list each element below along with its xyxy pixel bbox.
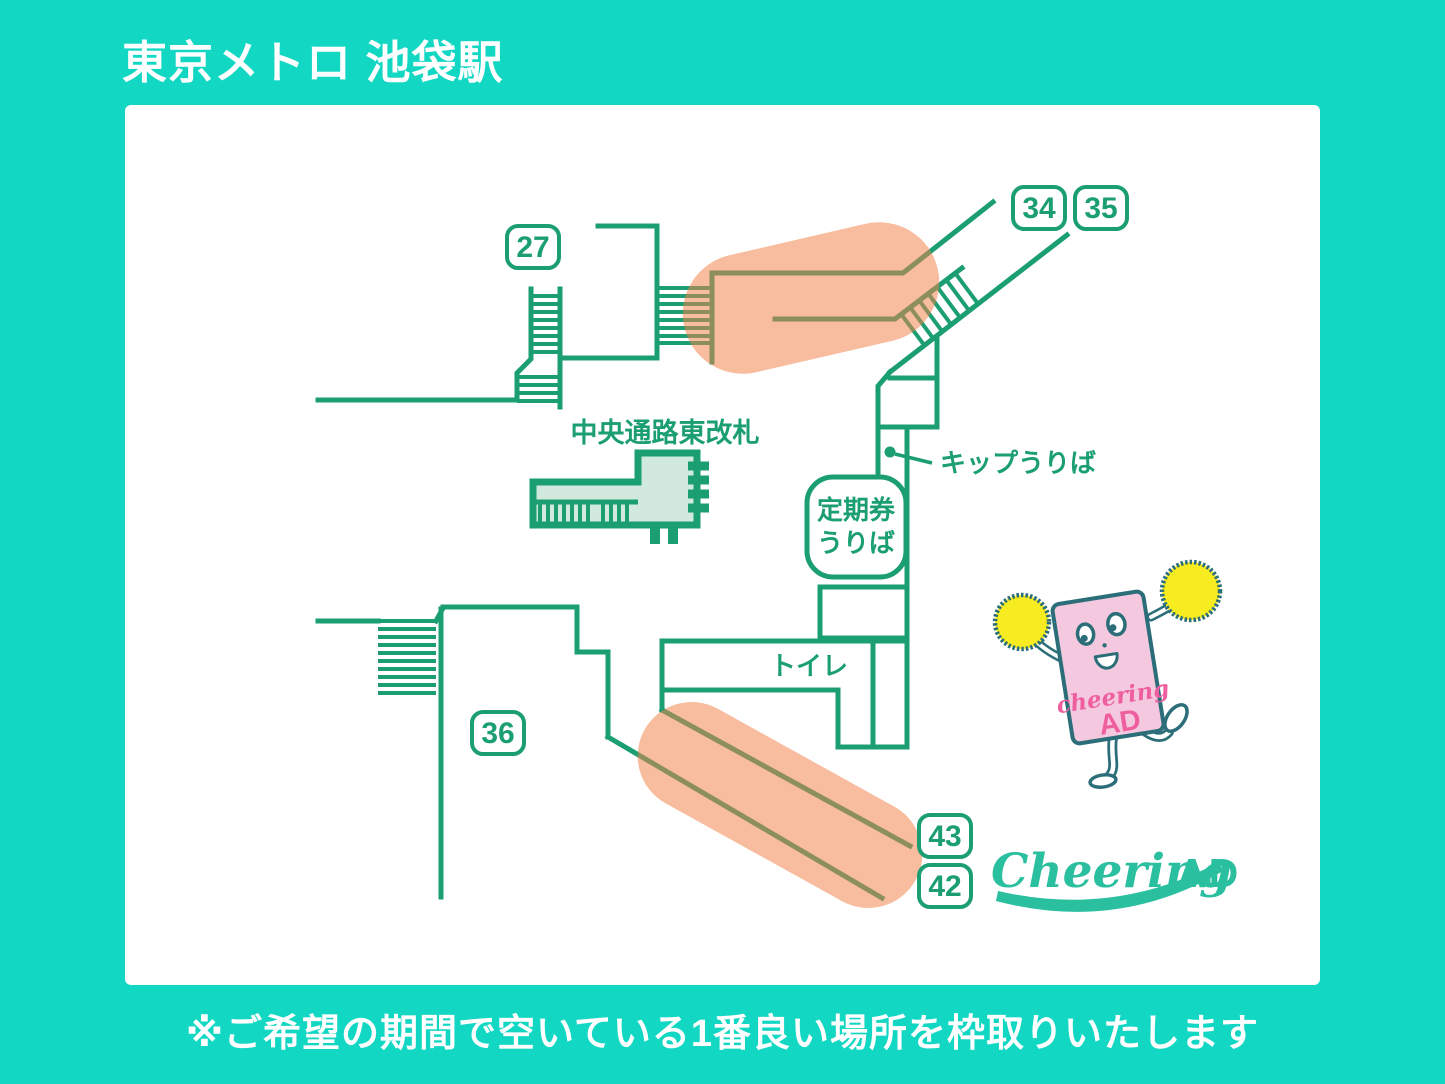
mascot-pompom-left — [992, 592, 1052, 652]
mascot-body-text-line2: AD — [1097, 704, 1143, 742]
ad-highlight-lower — [637, 702, 923, 908]
ad-highlight-upper — [682, 222, 940, 374]
cheering-ad-logo: Cheering AD — [991, 844, 1238, 912]
exit-badge-35-label: 35 — [1084, 192, 1117, 225]
stairs-upper-left-top — [531, 294, 560, 354]
mascot-left-pupil — [1080, 634, 1088, 642]
exit-badge-36: 36 — [470, 710, 526, 756]
mascot-right-eye — [1106, 611, 1127, 637]
wall-bottom-left — [315, 604, 611, 900]
toilet-label: トイレ — [770, 651, 848, 681]
exit-badge-34: 34 — [1011, 185, 1067, 231]
exit-badge-43-label: 43 — [928, 820, 961, 853]
stairs-upper-left-bottom — [517, 375, 560, 403]
exit-badge-27: 27 — [505, 224, 561, 270]
cheering-mascot: cheering AD — [992, 559, 1223, 789]
footer-note: ※ご希望の期間で空いている1番良い場所を枠取りいたします — [186, 1013, 1259, 1055]
mascot-left-eye — [1075, 622, 1096, 646]
exit-badge-27-label: 27 — [516, 231, 549, 264]
mascot-paper-body: cheering AD — [1050, 589, 1171, 746]
mascot-left-foot — [1088, 773, 1118, 789]
exit-badge-34-label: 34 — [1022, 192, 1056, 225]
exit-badge-35: 35 — [1073, 185, 1129, 231]
page-title: 東京メトロ 池袋駅 — [122, 37, 504, 88]
exit-badge-42-label: 42 — [928, 870, 961, 903]
fare-gate-icon — [529, 449, 709, 544]
mascot-right-foot — [1163, 703, 1189, 733]
mascot-left-leg-fill — [1107, 734, 1116, 778]
ad-location-highlights — [637, 222, 940, 908]
wall-top-left — [315, 223, 660, 410]
ticket-office-pointer — [884, 446, 933, 465]
commuter-pass-label-line2: うりば — [817, 528, 895, 558]
commuter-pass-booth — [804, 474, 909, 580]
exit-badges: 27 34 35 36 43 42 — [470, 185, 1129, 909]
mascot-pompom-right — [1159, 559, 1223, 623]
exit-badge-42: 42 — [917, 863, 973, 909]
station-map: 中央通路東改札 定期券 うりば キップうりば トイレ 27 34 35 — [315, 185, 1238, 912]
mascot-nose — [1102, 643, 1107, 648]
exit-badge-36-label: 36 — [481, 717, 514, 750]
station-map-card: 中央通路東改札 定期券 うりば キップうりば トイレ 27 34 35 — [125, 105, 1320, 985]
mascot-mouth — [1093, 651, 1119, 670]
commuter-pass-label-line1: 定期券 — [817, 495, 896, 525]
exit-badge-43: 43 — [917, 813, 973, 859]
ticket-office-label: キップうりば — [940, 448, 1096, 478]
wall-middle-column — [817, 335, 940, 750]
stairs-bottom-left — [378, 619, 436, 695]
mascot-right-pupil — [1109, 624, 1117, 632]
central-gate-label: 中央通路東改札 — [571, 417, 760, 448]
logo-script-text: Cheering — [991, 844, 1232, 899]
logo-swoosh — [996, 862, 1223, 912]
wall-toilet-block — [659, 638, 910, 750]
